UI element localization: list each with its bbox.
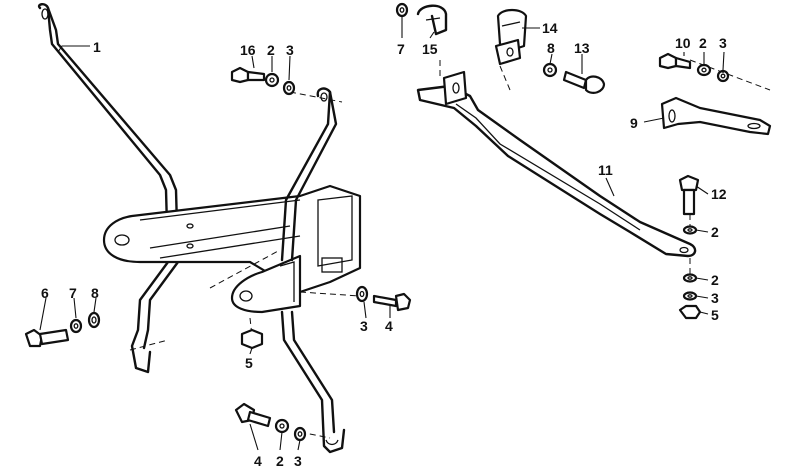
bracket-14: [494, 8, 528, 66]
washer-3-stack-hole: [687, 294, 693, 298]
callout-14: 14: [542, 20, 558, 36]
callout-2-bottom: 2: [276, 453, 284, 469]
callout-6: 6: [41, 285, 49, 301]
callout-2-stack-b: 2: [711, 272, 719, 288]
washer-2-rightTop-hole: [701, 67, 707, 73]
center-lower-strut: [280, 310, 346, 454]
callout-2-rightTop: 2: [699, 35, 707, 51]
callout-5-stack: 5: [711, 307, 719, 323]
callout-13: 13: [574, 40, 590, 56]
washer-8-left-hole: [91, 316, 97, 324]
center-upper-strut: [280, 87, 338, 262]
washer-2-stack-b: [682, 273, 698, 283]
washer-2-stack-a-hole: [687, 228, 693, 232]
centerline-c: [289, 91, 343, 103]
washer-8-right: [542, 62, 558, 78]
callout-11: 11: [598, 162, 613, 178]
clamp-15: [416, 4, 468, 106]
callout-15: 15: [422, 41, 438, 57]
washer-3-mid: [355, 285, 369, 303]
washer-2-bottom-hole: [279, 423, 285, 429]
washer-8-left: [87, 311, 101, 329]
bolt-13: [562, 70, 606, 94]
washer-2-top-hole: [269, 77, 275, 83]
callout-5-center: 5: [245, 355, 253, 371]
washer-2-rightTop: [696, 63, 712, 77]
bolt-16: [230, 66, 266, 84]
callout-16: 16: [240, 42, 256, 58]
bolt-4-mid: [372, 292, 412, 312]
washer-2-stack-a: [682, 225, 698, 235]
bolt-4-bottom: [234, 402, 272, 428]
callout-3-bottom: 3: [294, 453, 302, 469]
washer-8-right-hole: [547, 67, 553, 73]
washer-3-top: [282, 80, 296, 96]
callout-2-stack-a: 2: [711, 224, 719, 240]
washer-3-mid-hole: [359, 290, 365, 298]
callout-3-rightTop: 3: [719, 35, 727, 51]
washer-7-left-hole: [73, 323, 79, 329]
leader-lines: [39, 16, 725, 451]
callout-7-top: 7: [397, 41, 405, 57]
centerline-i: [689, 59, 771, 91]
washer-2-stack-b-hole: [687, 276, 693, 280]
callout-7-left: 7: [69, 285, 77, 301]
callout-3-stack: 3: [711, 290, 719, 306]
centerline-a: [129, 339, 169, 351]
callout-4-bottom: 4: [254, 453, 262, 469]
washer-7-left: [69, 318, 83, 334]
washer-7-top-hole: [399, 7, 405, 13]
callout-2-top: 2: [267, 42, 275, 58]
washer-3-rightTop-hole: [720, 73, 726, 79]
callout-3-top: 3: [286, 42, 294, 58]
callout-9: 9: [630, 115, 638, 131]
callout-1: 1: [93, 39, 101, 55]
centerline-h: [499, 65, 511, 91]
callout-12: 12: [711, 186, 727, 202]
bolt-6: [24, 328, 70, 348]
washer-3-stack: [682, 291, 698, 301]
washer-7-top: [395, 2, 409, 18]
callout-3-mid: 3: [360, 318, 368, 334]
callout-4-mid: 4: [385, 318, 393, 334]
callout-10: 10: [675, 35, 691, 51]
washer-2-top: [264, 72, 280, 88]
washer-3-bottom-hole: [297, 431, 303, 437]
washer-2-bottom: [274, 418, 290, 434]
strut-part-1: [37, 3, 180, 374]
strut-part-11: [416, 84, 697, 258]
washer-3-rightTop: [716, 69, 730, 83]
centerline-b: [209, 249, 281, 289]
nut-5-stack: [678, 304, 702, 320]
centerline-d: [299, 291, 361, 297]
washer-3-top-hole: [286, 85, 292, 91]
callout-8-left: 8: [91, 285, 99, 301]
bolt-10: [658, 52, 692, 70]
bolt-12: [678, 174, 700, 216]
nut-5-center: [240, 328, 264, 350]
callout-8-right: 8: [547, 40, 555, 56]
bracket-9: [660, 96, 772, 136]
washer-3-bottom: [293, 426, 307, 442]
